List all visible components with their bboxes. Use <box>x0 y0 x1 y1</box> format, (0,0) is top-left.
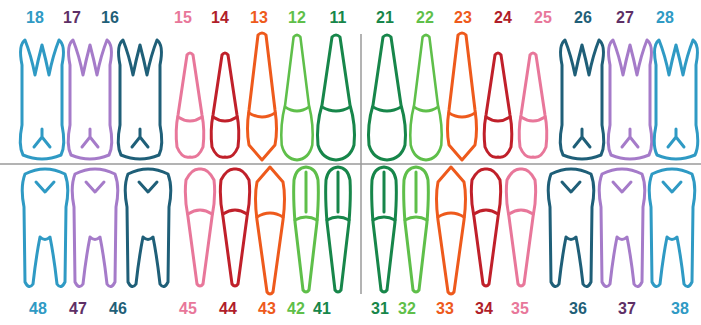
tooth <box>281 35 312 160</box>
tooth-number: 34 <box>475 299 493 319</box>
tooth-number: 17 <box>63 8 81 28</box>
tooth-number: 21 <box>376 8 394 28</box>
tooth <box>185 169 214 286</box>
tooth <box>548 169 594 287</box>
tooth-number: 47 <box>69 299 87 319</box>
tooth <box>654 40 698 159</box>
tooth-number: 33 <box>436 299 454 319</box>
tooth <box>118 40 162 159</box>
tooth <box>560 40 604 159</box>
tooth <box>20 40 64 159</box>
tooth <box>410 35 441 160</box>
tooth-number: 36 <box>569 299 587 319</box>
tooth-number: 22 <box>416 8 434 28</box>
tooth <box>294 167 319 292</box>
tooth-number: 11 <box>330 8 347 28</box>
tooth <box>220 169 249 286</box>
tooth-number: 26 <box>574 8 592 28</box>
tooth-number: 16 <box>101 8 119 28</box>
tooth <box>519 53 547 157</box>
tooth-number: 46 <box>109 299 127 319</box>
tooth <box>404 167 429 292</box>
tooth <box>72 169 118 287</box>
tooth-number: 12 <box>288 8 306 28</box>
tooth-number: 14 <box>211 8 229 28</box>
tooth-number: 48 <box>29 299 47 319</box>
tooth <box>68 40 112 159</box>
tooth-number: 43 <box>258 299 276 319</box>
tooth <box>608 40 652 159</box>
tooth-number: 24 <box>494 8 512 28</box>
tooth-number: 25 <box>534 8 552 28</box>
tooth-number: 23 <box>454 8 472 28</box>
tooth-number: 37 <box>618 299 636 319</box>
midline <box>360 34 362 294</box>
tooth-number: 15 <box>174 8 192 28</box>
tooth <box>22 169 68 287</box>
tooth-number: 35 <box>511 299 529 319</box>
tooth-number: 38 <box>671 299 689 319</box>
tooth <box>437 167 466 294</box>
tooth <box>211 53 239 157</box>
tooth <box>125 169 171 287</box>
tooth-number: 18 <box>26 8 44 28</box>
tooth-number: 42 <box>287 299 305 319</box>
tooth <box>176 53 204 157</box>
tooth-number: 28 <box>656 8 674 28</box>
tooth <box>649 169 695 287</box>
tooth-number: 41 <box>313 299 331 319</box>
tooth-number: 32 <box>398 299 416 319</box>
tooth-number: 13 <box>250 8 268 28</box>
tooth-number: 44 <box>219 299 237 319</box>
tooth <box>484 53 512 157</box>
occlusal-line <box>0 163 701 165</box>
tooth <box>326 167 351 292</box>
tooth-number: 27 <box>616 8 634 28</box>
tooth <box>248 33 277 160</box>
tooth <box>448 33 477 160</box>
tooth <box>599 169 645 287</box>
tooth <box>256 167 285 294</box>
tooth <box>369 35 406 160</box>
tooth <box>506 169 535 286</box>
tooth <box>471 169 500 286</box>
tooth <box>372 167 397 292</box>
tooth-number: 45 <box>179 299 197 319</box>
tooth <box>318 35 355 160</box>
tooth-number: 31 <box>371 299 389 319</box>
